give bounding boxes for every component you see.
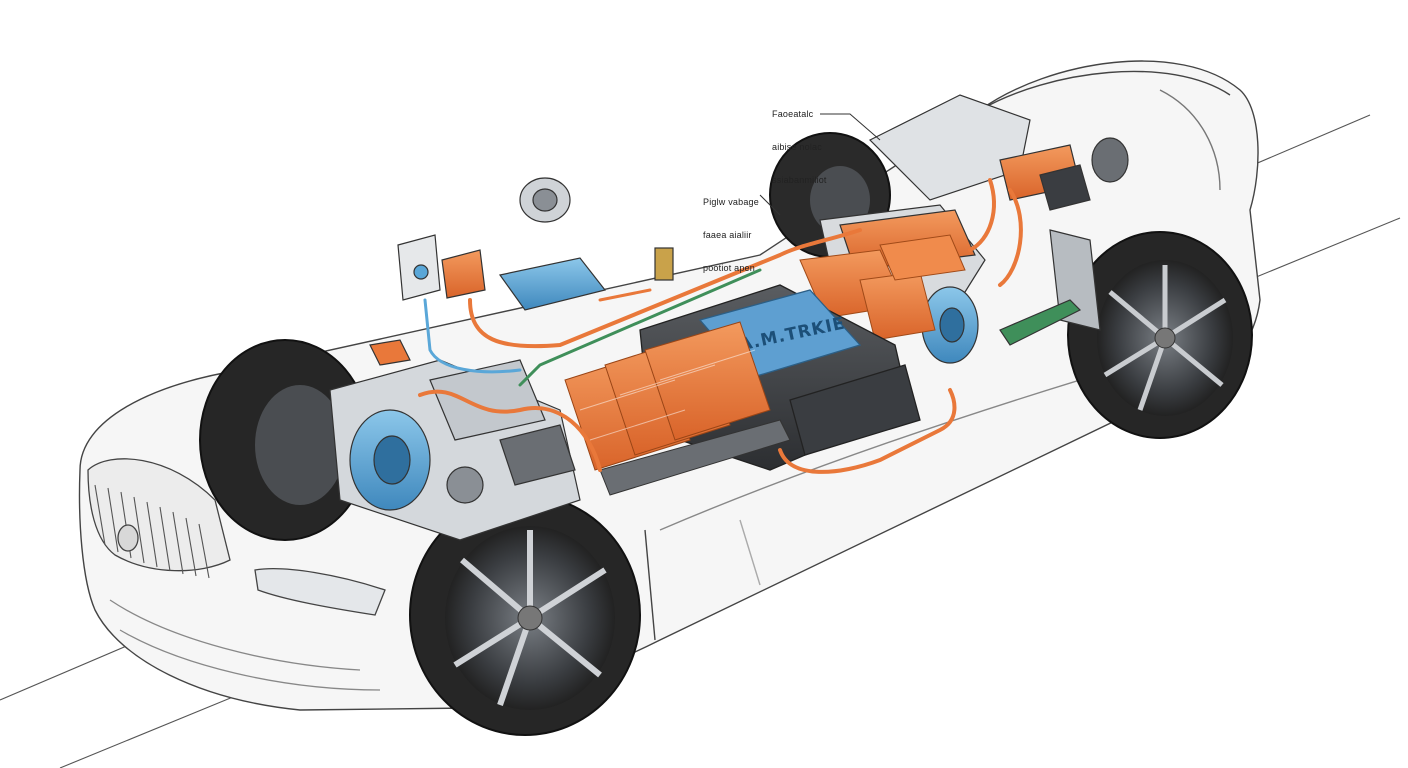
callout-line: faaea aialiir xyxy=(703,230,752,240)
callout-top-right: Faoeatalc aibise nolac ssiabanmiliot xyxy=(772,87,827,197)
callout-mid: Piglw vabage faaea aialiir pootiot apen xyxy=(703,175,759,285)
battery-modules xyxy=(564,321,791,496)
relay xyxy=(441,249,486,299)
rear-right-wheel xyxy=(1067,231,1253,439)
callout-leaders xyxy=(759,113,881,216)
headlight xyxy=(254,568,386,616)
front-fascia xyxy=(87,458,386,691)
front-left-wheel xyxy=(199,339,371,541)
floating-components xyxy=(369,177,674,366)
callout-line: ssiabanmiliot xyxy=(772,175,827,185)
front-drive-unit xyxy=(329,359,581,541)
brand-emblem xyxy=(117,524,139,552)
connector xyxy=(654,247,674,281)
rear-orange-modules xyxy=(799,234,966,341)
front-right-wheel xyxy=(409,494,641,736)
cables xyxy=(418,178,1023,474)
callout-line: Piglw vabage xyxy=(703,197,759,207)
inverter-box xyxy=(498,257,607,311)
callout-line: aibise nolac xyxy=(772,142,822,152)
callout-line: pootiot apen xyxy=(703,263,755,273)
bracket xyxy=(369,339,411,366)
grille xyxy=(94,484,210,579)
callout-line: Faoeatalc xyxy=(772,109,814,119)
